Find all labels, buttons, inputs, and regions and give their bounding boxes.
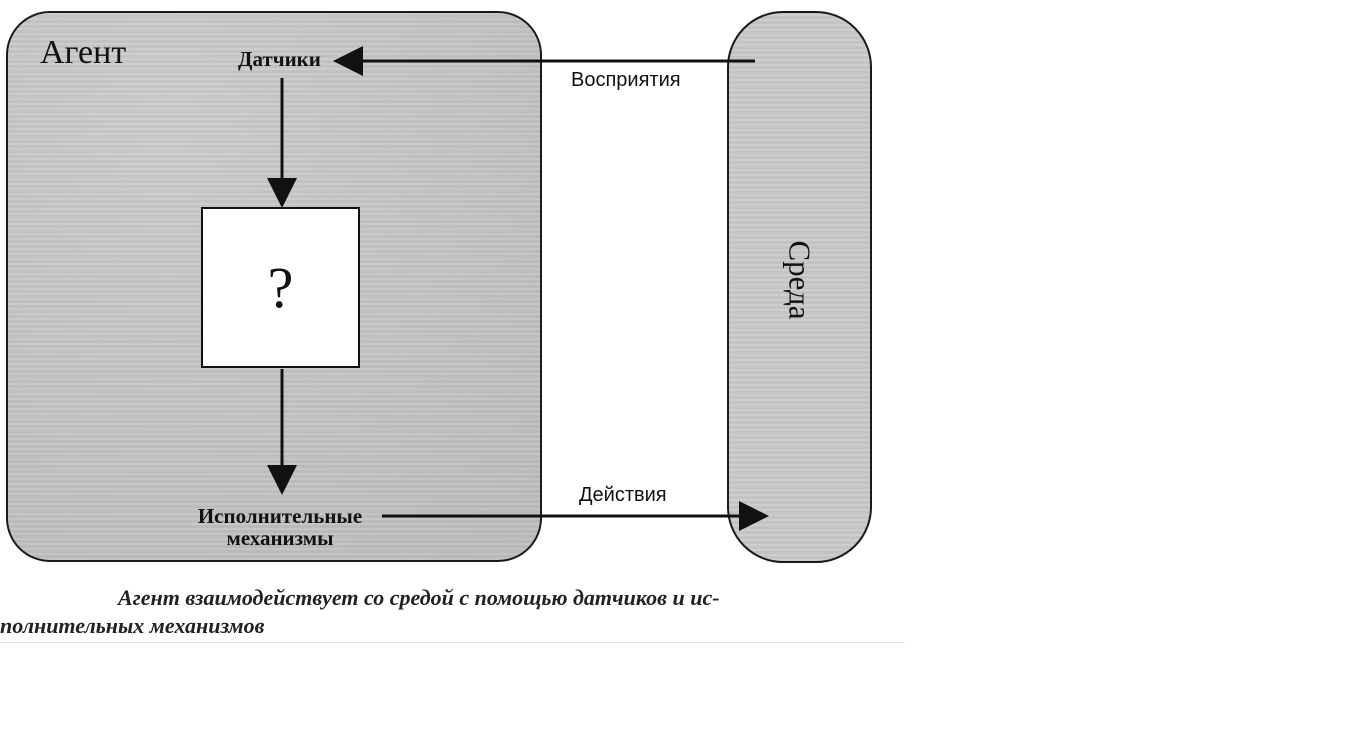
- actions-label: Действия: [579, 484, 667, 506]
- question-mark-icon: ?: [267, 254, 294, 320]
- caption-divider: [0, 642, 905, 643]
- caption-line-2: полнительных механизмов: [0, 613, 265, 638]
- actuators-label: Исполнительные механизмы: [198, 505, 362, 549]
- environment-label: Среда: [782, 240, 818, 320]
- sensors-label: Датчики: [238, 47, 321, 71]
- caption-line-1: Агент взаимодействует со средой с помощь…: [118, 585, 720, 610]
- actuators-label-line-1: Исполнительные: [197, 504, 363, 528]
- agent-title: Агент: [40, 34, 127, 71]
- percepts-label: Восприятия: [571, 69, 681, 91]
- environment-block: [727, 11, 872, 563]
- agent-environment-figure: Агент Датчики ? Исполнительные механизмы…: [0, 11, 905, 643]
- actuators-label-line-2: механизмы: [226, 526, 334, 551]
- agent-program-box: ?: [201, 207, 360, 368]
